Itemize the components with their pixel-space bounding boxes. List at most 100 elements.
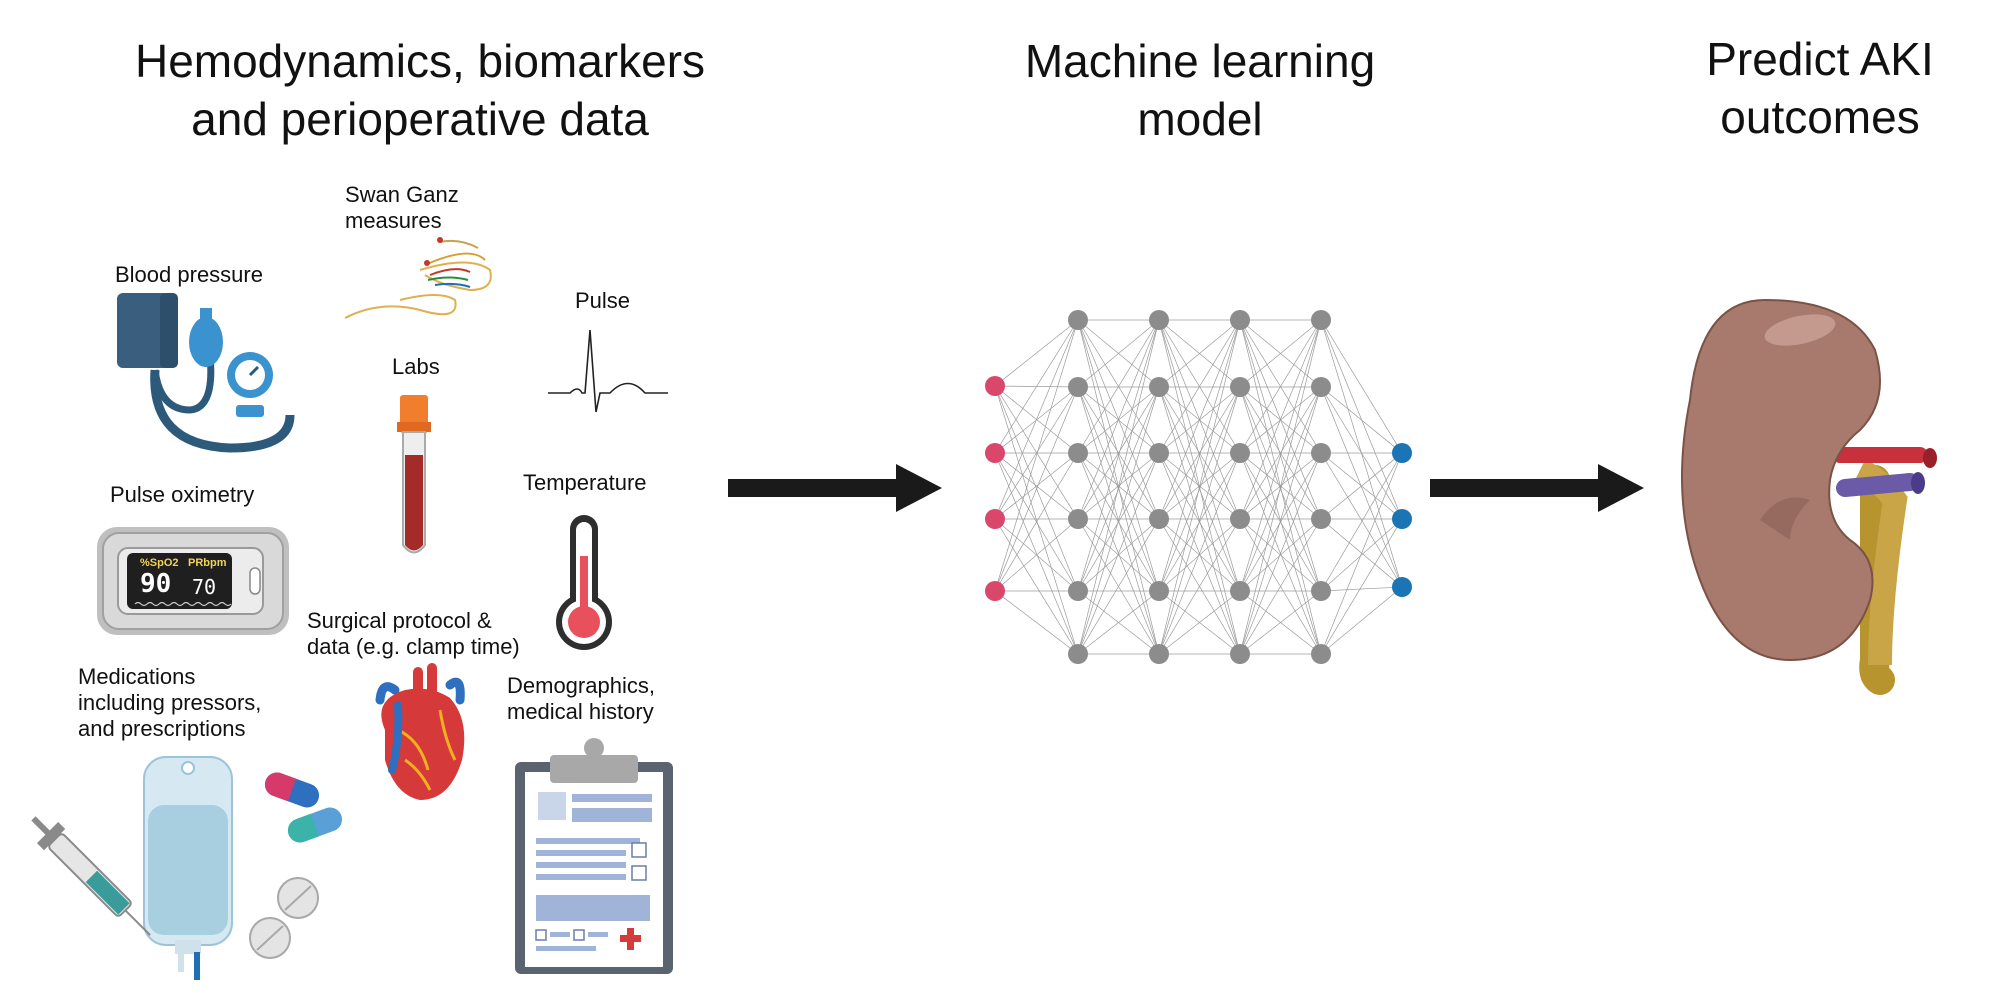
network-edge <box>994 590 1079 655</box>
network-edge <box>1077 386 1160 655</box>
network-edge <box>1239 518 1322 592</box>
thermometer-icon <box>556 515 612 650</box>
network-edge <box>1320 319 1403 454</box>
output-node <box>1392 443 1412 463</box>
predict-title: Predict AKI outcomes <box>1670 30 1970 146</box>
network-edge <box>1320 518 1403 592</box>
network-edge <box>1158 319 1241 592</box>
surgical-label-line1: Surgical protocol & <box>307 608 492 633</box>
network-edge <box>1077 319 1160 454</box>
network-nodes <box>985 310 1412 664</box>
hidden-node <box>1068 443 1088 463</box>
pulse-label: Pulse <box>575 288 631 313</box>
arrow-model-to-outcome <box>1430 464 1644 512</box>
hidden-node <box>1230 509 1250 529</box>
network-edge <box>1320 452 1403 592</box>
network-edge <box>1158 590 1241 655</box>
network-edge <box>1158 386 1241 520</box>
network-edge <box>1077 590 1160 655</box>
network-edge <box>1158 452 1241 655</box>
network-edge <box>1077 319 1160 655</box>
network-edge <box>1077 319 1160 388</box>
network-edge <box>1158 319 1241 388</box>
demographics-label: Demographics, medical history <box>507 673 655 725</box>
network-edge <box>1239 590 1322 655</box>
medications-label: Medications including pressors, and pres… <box>78 664 261 742</box>
hidden-node <box>1311 581 1331 601</box>
swan-ganz-label-line2: measures <box>345 208 442 233</box>
network-edge <box>994 385 1079 655</box>
network-edge <box>1239 452 1322 592</box>
hidden-node <box>1230 443 1250 463</box>
model-title: Machine learning model <box>960 32 1440 148</box>
hidden-node <box>1149 443 1169 463</box>
hidden-node <box>1311 377 1331 397</box>
inputs-title-line1: Hemodynamics, biomarkers <box>134 35 706 87</box>
medications-label-line2: including pressors, <box>78 690 262 715</box>
demographics-label-line2: medical history <box>507 699 654 724</box>
hidden-node <box>1311 443 1331 463</box>
network-edge <box>1239 386 1322 655</box>
blood-pressure-label: Blood pressure <box>115 262 263 287</box>
oximeter-spo2-value: 90 <box>140 569 171 599</box>
network-edge <box>1077 319 1160 592</box>
labs-label: Labs <box>392 354 440 379</box>
predict-title-line2: outcomes <box>1720 91 1920 143</box>
hidden-node <box>1311 509 1331 529</box>
network-edge <box>1239 319 1322 520</box>
predict-title-line1: Predict AKI <box>1706 33 1934 85</box>
hidden-node <box>1149 377 1169 397</box>
network-edge <box>1077 386 1160 592</box>
pulse-oximetry-label: Pulse oximetry <box>110 482 255 507</box>
hidden-node <box>1230 310 1250 330</box>
network-edge <box>1239 386 1322 520</box>
clipboard-icon <box>515 738 673 974</box>
network-edge <box>1320 386 1403 454</box>
network-edge <box>994 319 1079 454</box>
network-edge <box>1239 319 1322 388</box>
input-node <box>985 581 1005 601</box>
network-edge <box>1239 386 1322 592</box>
network-edge <box>1158 518 1241 655</box>
network-edges <box>994 319 1403 655</box>
hidden-node <box>1068 377 1088 397</box>
network-edge <box>994 518 1079 592</box>
network-edge <box>1239 319 1322 655</box>
input-node <box>985 443 1005 463</box>
network-edge <box>994 452 1079 655</box>
network-edge <box>1158 386 1241 655</box>
network-edge <box>1239 518 1322 655</box>
network-edge <box>994 518 1079 655</box>
network-edge <box>1158 319 1241 454</box>
surgical-label-line2: data (e.g. clamp time) <box>307 634 520 659</box>
network-edge <box>1320 518 1403 655</box>
network-edge <box>1320 586 1403 655</box>
medications-label-line3: and prescriptions <box>78 716 246 741</box>
network-edge <box>994 319 1079 387</box>
network-edge <box>1320 452 1403 588</box>
network-edge <box>1158 319 1241 655</box>
hidden-node <box>1311 310 1331 330</box>
network-edge <box>994 386 1079 592</box>
oximeter-spo2-label: %SpO2 <box>140 557 179 569</box>
pills-icon <box>249 772 343 959</box>
hidden-node <box>1149 509 1169 529</box>
network-edge <box>1077 452 1160 655</box>
hidden-node <box>1311 644 1331 664</box>
network-edge <box>1158 386 1241 592</box>
network-edge <box>994 319 1079 520</box>
network-edge <box>994 452 1079 520</box>
hidden-node <box>1230 581 1250 601</box>
network-edge <box>1320 452 1403 655</box>
demographics-label-line1: Demographics, <box>507 673 655 698</box>
swan-ganz-catheter-icon <box>344 237 492 319</box>
inputs-title: Hemodynamics, biomarkers and perioperati… <box>90 32 750 148</box>
swan-ganz-label: Swan Ganz measures <box>345 182 459 234</box>
network-edge <box>994 452 1079 592</box>
blood-tube-icon <box>397 395 431 554</box>
kidney-icon <box>1681 298 1937 695</box>
network-edge <box>1320 586 1403 592</box>
model-title-line1: Machine learning <box>1024 35 1376 87</box>
temperature-label: Temperature <box>523 470 647 495</box>
